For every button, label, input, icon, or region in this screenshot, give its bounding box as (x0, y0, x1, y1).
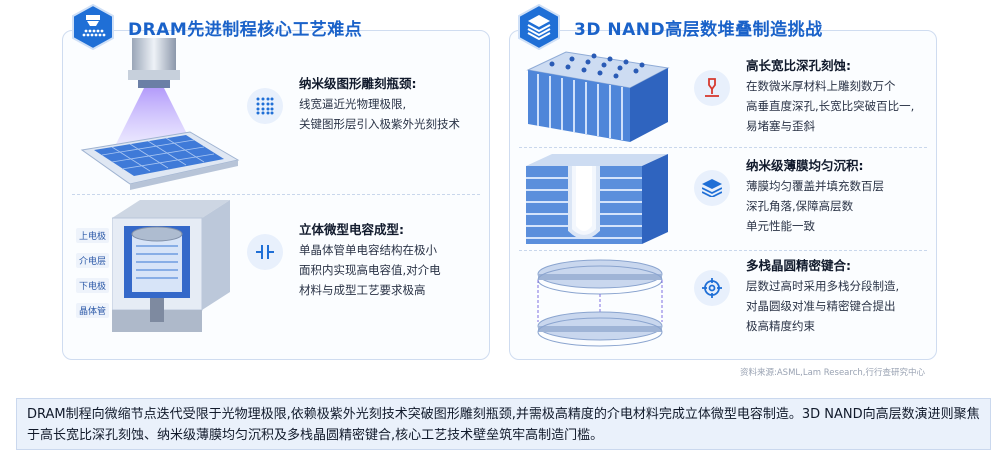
capacitor-icon (247, 234, 283, 270)
nand-section-header: 3D NAND高层数堆叠制造挑战 (516, 4, 823, 50)
euv-lithography-illustration (72, 38, 242, 190)
nand-item-etch-title: 高长宽比深孔刻蚀: (746, 58, 851, 73)
dram-section-header: DRAM先进制程核心工艺难点 (70, 4, 362, 50)
wafer-bonding-illustration (530, 256, 670, 352)
layer-label-top-electrode: 上电极 (76, 228, 110, 243)
summary-text: DRAM制程向微缩节点迭代受限于光物理极限,依赖极紫外光刻技术突破图形雕刻瓶颈,… (27, 407, 980, 443)
dram-item-capacitor-title: 立体微型电容成型: (299, 222, 404, 237)
source-note: 资料来源:ASML,Lam Research,行行查研究中心 (740, 368, 925, 378)
thin-film-deposition-illustration (522, 152, 672, 246)
capacitor-cell-illustration (111, 200, 230, 338)
summary-box: DRAM制程向微缩节点迭代受限于光物理极限,依赖极紫外光刻技术突破图形雕刻瓶颈,… (16, 398, 991, 450)
nand-item-bonding-title: 多栈晶圆精密键合: (746, 258, 851, 273)
nand-item-etch-body: 在数微米厚材料上雕刻数万个 高垂直度深孔,长宽比突破百比一, 易堵塞与歪斜 (746, 79, 915, 133)
layer-label-bottom-electrode: 下电极 (76, 278, 110, 293)
nand-divider-1 (519, 147, 927, 148)
dram-divider (72, 194, 480, 195)
nand-item-etch: 高长宽比深孔刻蚀: 在数微米厚材料上雕刻数万个 高垂直度深孔,长宽比突破百比一,… (694, 56, 934, 136)
lithography-hex-icon (70, 4, 116, 50)
layer-label-dielectric: 介电层 (76, 253, 110, 268)
nand-item-bonding: 多栈晶圆精密键合: 层数过高时采用多栈分段制造, 对晶圆级对准与精密键合提出 极… (694, 256, 934, 336)
dram-item-capacitor-body: 单晶体管单电容结构在极小 面积内实现高电容值,对介电 材料与成型工艺要求极高 (299, 243, 441, 297)
crosshair-icon (694, 270, 730, 306)
deep-hole-array-illustration (522, 50, 672, 144)
stack-hex-icon (516, 4, 562, 50)
dram-item-lithography: 纳米级图形雕刻瓶颈: 线宽逼近光物理极限, 关键图形层引入极紫外光刻技术 (247, 74, 487, 134)
dram-section-title: DRAM先进制程核心工艺难点 (128, 19, 363, 40)
dram-item-capacitor: 立体微型电容成型: 单晶体管单电容结构在极小 面积内实现高电容值,对介电 材料与… (247, 220, 487, 300)
grid-dots-icon (247, 88, 283, 124)
nand-item-deposition-body: 薄膜均匀覆盖并填充数百层 深孔角落,保障高层数 单元性能一致 (746, 179, 884, 233)
nand-item-deposition-title: 纳米级薄膜均匀沉积: (746, 158, 864, 173)
stack-layers-icon (694, 170, 730, 206)
nand-item-bonding-body: 层数过高时采用多栈分段制造, 对晶圆级对准与精密键合提出 极高精度约束 (746, 279, 900, 333)
etch-drill-icon (694, 70, 730, 106)
dram-item-lithography-title: 纳米级图形雕刻瓶颈: (299, 76, 417, 91)
nand-item-deposition: 纳米级薄膜均匀沉积: 薄膜均匀覆盖并填充数百层 深孔角落,保障高层数 单元性能一… (694, 156, 934, 236)
layer-label-transistor: 晶体管 (76, 303, 110, 318)
dram-item-lithography-body: 线宽逼近光物理极限, 关键图形层引入极紫外光刻技术 (299, 97, 460, 131)
nand-divider-2 (519, 250, 927, 251)
nand-section-title: 3D NAND高层数堆叠制造挑战 (574, 19, 823, 40)
